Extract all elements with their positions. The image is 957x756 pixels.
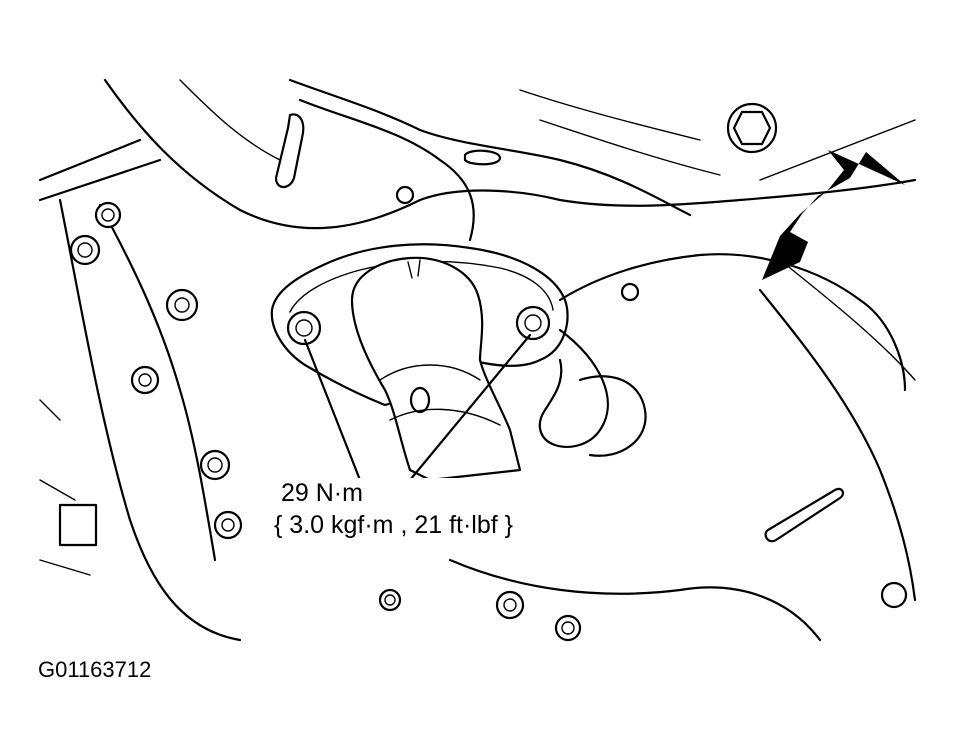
torque-conversion: { 3.0 kgf·m , 21 ft·lbf } (274, 511, 514, 539)
right-frame (758, 288, 917, 602)
slot-left (274, 113, 305, 189)
hex-bolt-icon (554, 614, 582, 642)
heat-shield-lower (538, 328, 609, 448)
figure-id: G01163712 (38, 657, 152, 682)
bracket-arm-upper (288, 78, 692, 217)
hole-far-right (880, 581, 908, 609)
torque-value: 29 N·m (281, 479, 363, 507)
pipe-hole (409, 386, 431, 414)
label-backdrop (270, 478, 560, 544)
hex-bolt-icon (378, 588, 402, 612)
engine-block-pad (58, 503, 98, 547)
engine-block-edge (39, 399, 91, 576)
lower-panel (448, 558, 822, 642)
pipe-seam (407, 259, 421, 279)
heat-shield-loop (578, 375, 647, 457)
hole-upper (395, 185, 415, 205)
hex-bolt-icon (130, 365, 160, 395)
slot-upper (463, 149, 502, 166)
body-panel-inner-line (179, 79, 281, 161)
hex-bolt-icon (199, 449, 231, 481)
pipe-contour (379, 364, 501, 426)
engine-block-face (98, 203, 217, 562)
hex-bolt-icon (495, 590, 525, 620)
engine-block-outline (38, 138, 242, 642)
slot-right (764, 487, 844, 543)
hex-bolt-icon (94, 201, 122, 229)
hex-bolt-icon (726, 102, 778, 154)
view-direction-arrow-icon (762, 150, 905, 280)
flange-nut-left (286, 310, 322, 346)
right-frame-thin (779, 259, 916, 381)
bracket-arm-lower (298, 98, 475, 242)
hex-bolt-icon (165, 288, 199, 322)
heat-shield (558, 253, 907, 392)
exhaust-pipe (350, 256, 522, 482)
hex-bolt-icon (69, 234, 101, 266)
body-panel-outline (103, 78, 917, 230)
flange-nut-right (515, 305, 551, 341)
leader-line-right (408, 333, 532, 482)
hole-right (620, 282, 640, 302)
leader-line-left (303, 338, 362, 482)
top-right-lines (519, 89, 916, 181)
hex-bolt-icon (213, 510, 243, 540)
